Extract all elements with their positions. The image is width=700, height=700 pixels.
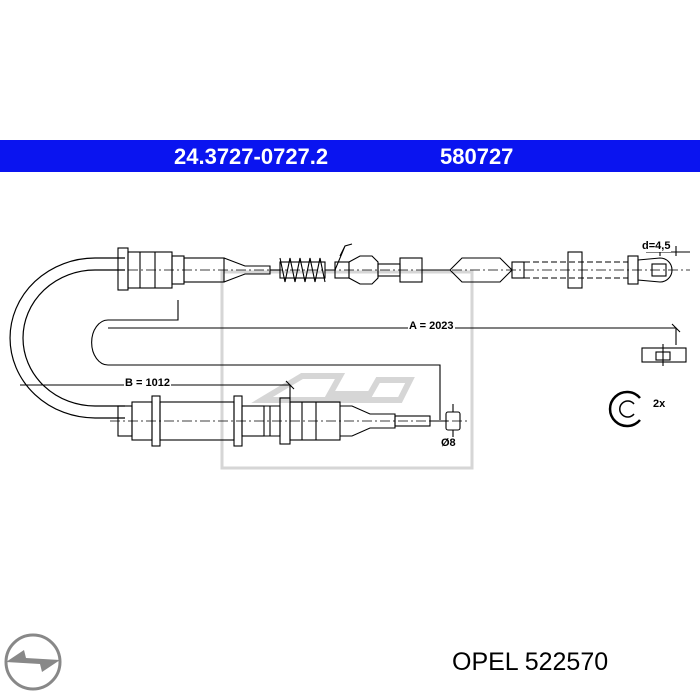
clip-detail (641, 344, 687, 366)
header-bar (0, 140, 700, 172)
part-number: 24.3727-0727.2 (174, 144, 329, 169)
upper-end-fitting (117, 243, 690, 291)
circlip-icon (608, 390, 641, 428)
brand-caption: OPEL 522570 (452, 648, 609, 676)
sheath-loop (9, 257, 125, 419)
clip-quantity-label: 2x (652, 398, 667, 410)
dimension-b-label: B = 1012 (124, 377, 171, 389)
dimension-a-line (91, 300, 441, 420)
reference-number: 580727 (440, 144, 514, 169)
eye-end (637, 257, 673, 283)
diameter-pin-label: Ø8 (440, 437, 457, 449)
dimension-a-label: A = 2023 (408, 320, 455, 332)
opel-logo-icon (4, 633, 62, 691)
diameter-d-label: d=4,5 (641, 240, 672, 252)
ate-logo-icon (220, 270, 474, 470)
